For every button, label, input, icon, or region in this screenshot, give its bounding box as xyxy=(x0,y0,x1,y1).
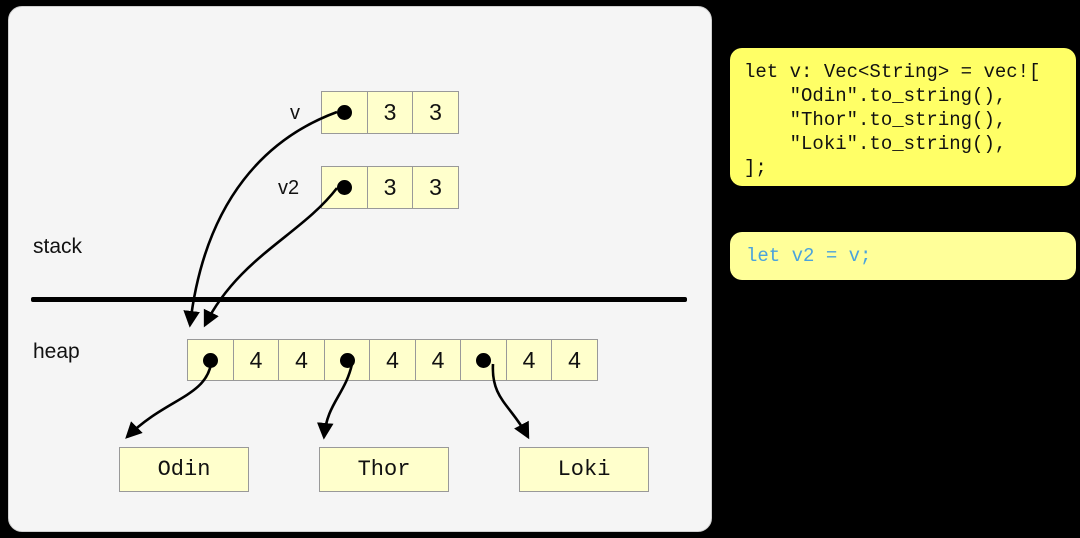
stack-v2-pointer-cell xyxy=(321,166,368,209)
pointer-dot-icon xyxy=(339,352,355,368)
code-block-move: let v2 = v; xyxy=(730,232,1076,280)
heap-cell-3-pointer xyxy=(323,339,371,381)
pointer-dot-icon xyxy=(476,352,491,368)
stack-v-len-cell: 3 xyxy=(366,91,414,134)
arrow-v2-to-heap xyxy=(203,187,339,328)
heap-cell-7-len: 4 xyxy=(505,339,553,381)
heap-cell-4-len: 4 xyxy=(369,339,416,381)
stack-v2-len-cell: 3 xyxy=(366,166,414,209)
stack-row-v2: 3 3 xyxy=(321,166,459,209)
heap-cell-1-len: 4 xyxy=(232,339,280,381)
string-box-thor: Thor xyxy=(319,447,449,492)
heap-region-label: heap xyxy=(33,340,80,363)
pointer-dot-icon xyxy=(203,352,218,368)
heap-cell-0-pointer xyxy=(187,339,234,381)
stack-v-pointer-cell xyxy=(321,91,368,134)
code-block-declaration: let v: Vec<String> = vec![ "Odin".to_str… xyxy=(730,48,1076,186)
heap-cell-6-pointer xyxy=(460,339,507,381)
heap-cell-5-cap: 4 xyxy=(414,339,462,381)
stack-heap-divider xyxy=(31,297,687,302)
heap-row: 4 4 4 4 4 4 xyxy=(187,339,598,381)
variable-label-v: v xyxy=(290,102,300,124)
string-box-odin: Odin xyxy=(119,447,249,492)
stack-v-cap-cell: 3 xyxy=(412,91,459,134)
stack-v2-cap-cell: 3 xyxy=(412,166,459,209)
stack-row-v: 3 3 xyxy=(321,91,459,134)
variable-label-v2: v2 xyxy=(278,177,300,199)
diagram-panel: stack heap v v2 3 3 3 3 4 4 4 4 4 4 Odin xyxy=(8,6,712,532)
heap-cell-8-cap: 4 xyxy=(551,339,598,381)
arrow-v-to-heap xyxy=(183,110,338,328)
string-box-loki: Loki xyxy=(519,447,649,492)
pointer-dot-icon xyxy=(337,180,352,195)
heap-cell-2-cap: 4 xyxy=(278,339,325,381)
pointer-dot-icon xyxy=(337,105,352,120)
stack-region-label: stack xyxy=(33,235,83,258)
